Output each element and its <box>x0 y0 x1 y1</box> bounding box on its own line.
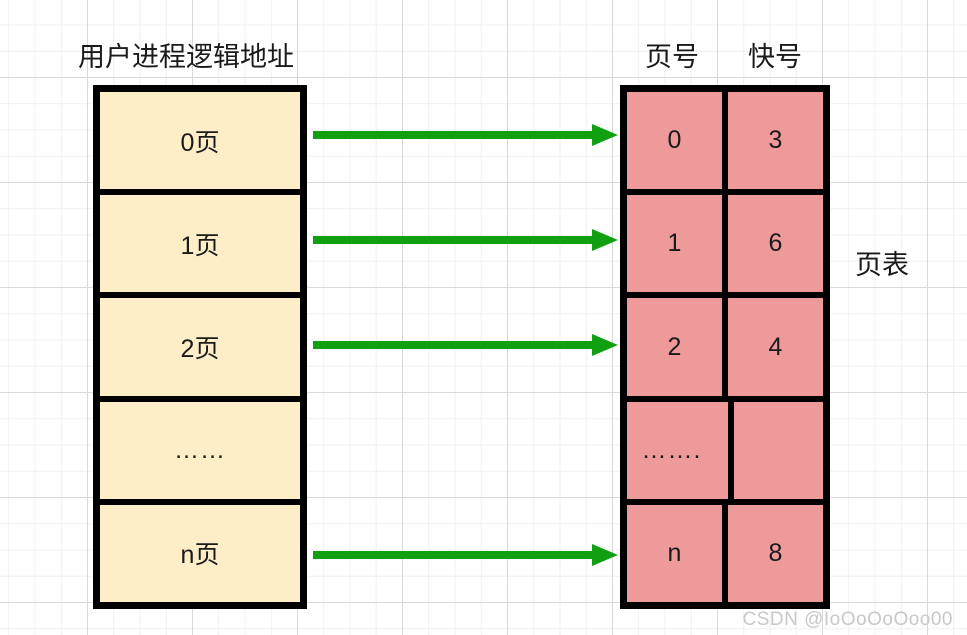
arrow-shaft <box>313 341 595 349</box>
page-table-cell-page-number: 1 <box>627 195 728 293</box>
page-table-cell-block-number: 6 <box>728 195 823 293</box>
process-column-title: 用户进程逻辑地址 <box>78 42 294 72</box>
page-table-cell-page-number: n <box>627 504 728 603</box>
process-page-cell: 1页 <box>100 195 300 299</box>
arrow-head <box>592 334 618 356</box>
arrow-shaft <box>313 131 595 139</box>
process-page-cell-ellipsis: …… <box>100 401 300 505</box>
page-table-header-page-number: 页号 <box>645 42 699 72</box>
mapping-arrow-icon <box>313 544 618 566</box>
page-table-cell-block-number: 8 <box>728 504 823 603</box>
mapping-arrow-icon <box>313 229 618 251</box>
arrow-shaft <box>313 236 595 244</box>
arrow-head <box>592 229 618 251</box>
mapping-arrow-icon <box>313 124 618 146</box>
page-table-header-block-number: 快号 <box>748 42 802 72</box>
arrow-head <box>592 544 618 566</box>
watermark-text: CSDN @IoOoOoOoo00 <box>742 609 953 630</box>
arrow-shaft <box>313 551 595 559</box>
page-table-row-ellipsis: ……. <box>627 401 823 505</box>
arrow-head <box>592 124 618 146</box>
page-table-cell-page-number-ellipsis: ……. <box>627 401 734 499</box>
mapping-arrow-icon <box>313 334 618 356</box>
page-table-cell-block-number: 3 <box>728 92 823 190</box>
page-table-row: 0 3 <box>627 92 823 196</box>
process-page-cell: 2页 <box>100 298 300 402</box>
page-table-row: 2 4 <box>627 298 823 402</box>
page-table-cell-page-number: 2 <box>627 298 728 396</box>
process-page-cell: 0页 <box>100 92 300 196</box>
page-table-cell-block-number-empty <box>734 401 823 499</box>
page-table-label: 页表 <box>855 250 909 280</box>
process-page-column: 0页 1页 2页 …… n页 <box>93 85 307 609</box>
page-table-row: n 8 <box>627 504 823 603</box>
page-table-cell-block-number: 4 <box>728 298 823 396</box>
page-table: 0 3 1 6 2 4 ……. n 8 <box>620 85 830 609</box>
process-page-cell: n页 <box>100 504 300 603</box>
page-table-row: 1 6 <box>627 195 823 299</box>
page-table-cell-page-number: 0 <box>627 92 728 190</box>
